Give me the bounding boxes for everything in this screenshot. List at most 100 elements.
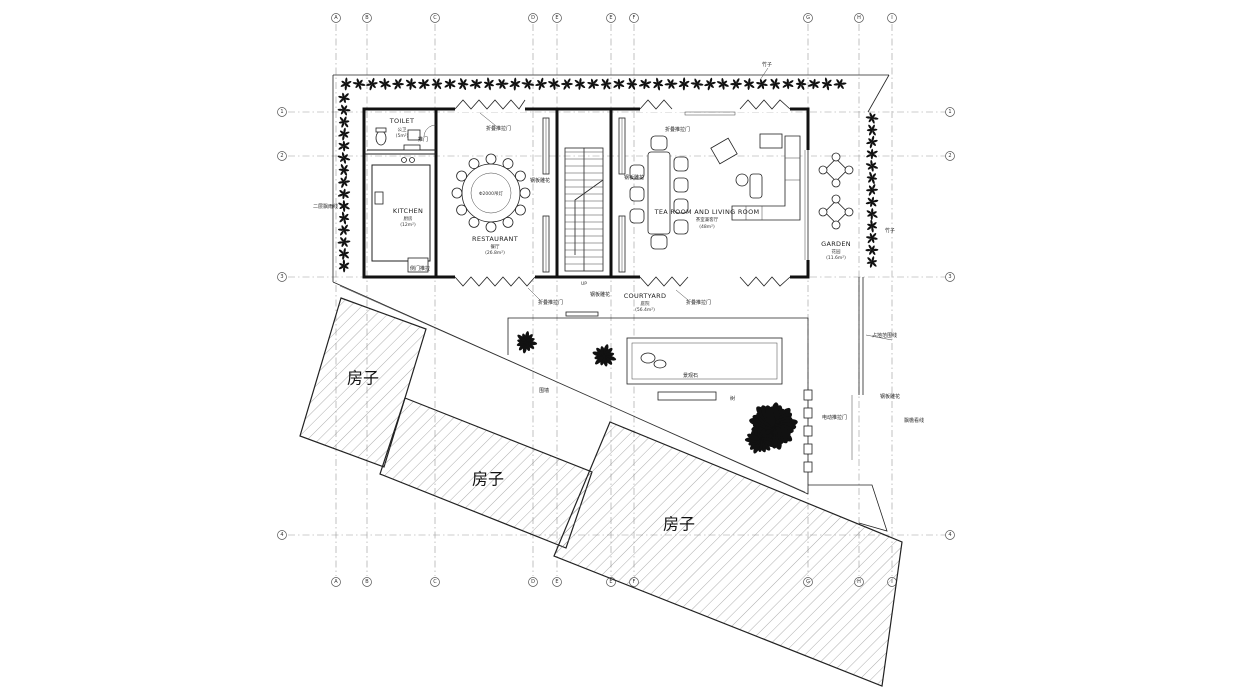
leaf-mark (549, 83, 555, 88)
note-folding-door-tea-top: 折叠推拉门 (665, 126, 690, 133)
leaf-mark (385, 83, 391, 87)
leaf-mark (538, 84, 542, 91)
leaf-mark (762, 83, 768, 86)
leaf-mark (406, 83, 412, 87)
leaf-mark (871, 222, 877, 227)
leaf-mark (869, 171, 873, 178)
leaf-mark (339, 130, 345, 135)
leaf-mark (710, 81, 716, 85)
leaf-mark (871, 211, 877, 215)
leaf-mark (671, 82, 678, 85)
leaf-mark (552, 78, 555, 84)
courtyard-area: (56.4m²) (635, 307, 655, 313)
leaf-mark (384, 84, 387, 90)
leaf-mark (338, 95, 344, 99)
leaf-mark (499, 83, 503, 89)
leaf-mark (865, 201, 872, 205)
leaf-mark (747, 84, 750, 90)
leaf-mark (338, 265, 344, 270)
leaf-mark (487, 77, 490, 84)
leaf-mark (343, 133, 349, 138)
leaf-mark (868, 117, 873, 123)
tea-room-area: (48m²) (699, 224, 715, 230)
leaf-mark (339, 218, 344, 223)
dining-chair (515, 170, 526, 182)
leaf-mark (338, 253, 345, 257)
leaf-mark (872, 248, 879, 252)
leaf-mark (371, 77, 375, 84)
leaf-mark (743, 80, 749, 84)
svg-text:C: C (433, 15, 437, 21)
leaf-mark (721, 78, 724, 84)
leaf-mark (338, 181, 344, 184)
leaf-mark (337, 193, 344, 197)
svg-text:D: D (531, 579, 535, 585)
leaf-mark (488, 84, 491, 91)
leaf-mark (670, 79, 674, 85)
leaf-mark (872, 202, 877, 207)
leaf-mark (871, 166, 874, 172)
leaf-mark (355, 83, 360, 89)
leaf-mark (341, 122, 345, 128)
leaf-mark (872, 117, 879, 120)
leaf-mark (517, 334, 526, 342)
leaf-mark (345, 83, 351, 88)
leaf-mark (870, 219, 873, 226)
leaf-mark (392, 82, 398, 86)
leaf-mark (775, 84, 780, 89)
leaf-mark (341, 182, 345, 188)
courtyard-label-cn: 庭院 (641, 300, 650, 307)
leaf-mark (600, 354, 606, 366)
leaf-mark (866, 154, 872, 158)
leaf-mark (344, 97, 350, 101)
axis-bubble-i: H (854, 13, 864, 23)
leaf-mark (343, 218, 347, 225)
dining-chair (451, 187, 463, 199)
leaf-mark (868, 244, 873, 250)
axis-bubble-4-right: 4 (945, 530, 955, 540)
leaf-mark (462, 84, 467, 90)
leaf-mark (696, 84, 700, 90)
leaf-mark (344, 93, 349, 98)
leaf-mark (866, 210, 872, 214)
leaf-mark (592, 351, 604, 357)
dining-chair (485, 221, 497, 233)
leaf-mark (869, 142, 873, 149)
leaf-mark (590, 78, 594, 85)
leaf-mark (339, 98, 344, 103)
svg-text:B: B (365, 579, 369, 585)
leaf-mark (657, 84, 661, 91)
leaf-mark (342, 145, 346, 152)
leaf-mark (359, 83, 366, 86)
bamboo-planting (337, 77, 879, 273)
note-steel-grille-stair: 钢板雕花 (590, 291, 610, 298)
leaf-mark (527, 79, 532, 85)
leaf-mark (341, 225, 345, 231)
tea-room-label-cn: 茶室兼客厅 (696, 216, 719, 223)
garden-table-top (818, 152, 854, 188)
leaf-mark (723, 83, 729, 87)
svg-text:房子: 房子 (663, 515, 695, 534)
leaf-mark (343, 217, 350, 221)
leaf-mark (867, 225, 872, 231)
leaf-mark (424, 83, 430, 87)
leaf-mark (772, 84, 776, 90)
leaf-mark (342, 200, 346, 206)
leaf-mark (343, 116, 347, 122)
leaf-mark (747, 433, 760, 441)
leaf-mark (548, 81, 554, 85)
leaf-mark (872, 262, 877, 267)
leaf-mark (690, 82, 697, 85)
dining-chair (515, 204, 526, 216)
leaf-mark (338, 146, 344, 150)
leaf-mark (541, 82, 547, 85)
axis-bubble-c: C (430, 13, 440, 23)
leaf-mark (707, 84, 711, 91)
leaf-mark (462, 79, 467, 85)
svg-text:E: E (555, 579, 558, 585)
leaf-mark (866, 236, 872, 239)
leaf-mark (344, 206, 350, 210)
leaf-mark (344, 240, 351, 243)
leaf-mark (814, 81, 821, 85)
leaf-mark (732, 79, 737, 85)
